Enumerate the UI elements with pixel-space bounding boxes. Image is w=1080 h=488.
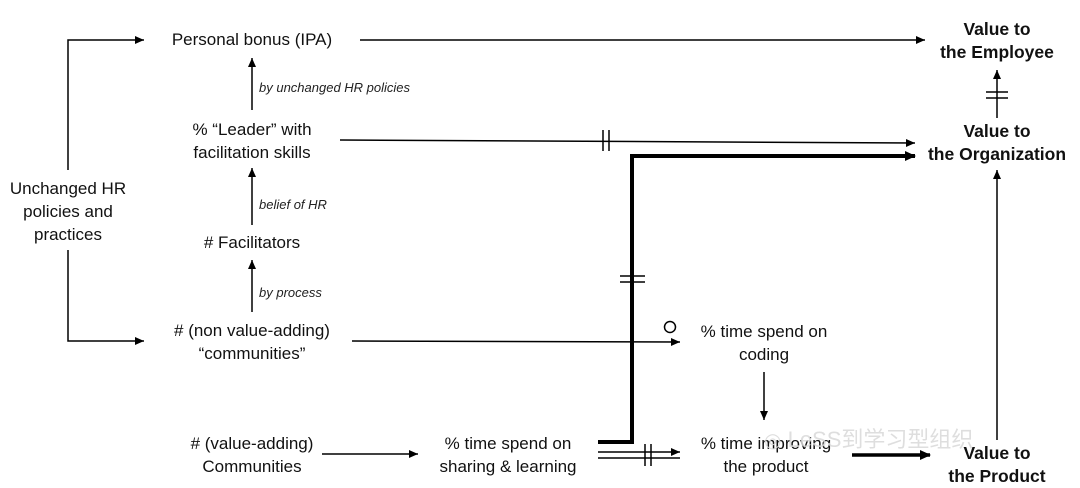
watermark: ◎ LeSS到学习型组织 <box>764 427 974 452</box>
edge-communities-to-coding <box>351 337 681 346</box>
delay-mark-leader-row <box>602 130 610 151</box>
edge-label-belief-hr: belief of HR <box>259 197 327 212</box>
wechat-logo-icon: ◎ <box>764 430 782 452</box>
node-hr-policies: Unchanged HR policies and practices <box>9 179 127 244</box>
node-time-improving: % time improving the product <box>700 434 832 476</box>
edge-sharing-to-organization-thick <box>595 151 916 444</box>
node-value-organization: Value to the Organization <box>927 121 1067 164</box>
delay-mark-employee <box>986 91 1008 99</box>
node-nonvalue-communities: # (non value-adding) “communities” <box>174 321 330 363</box>
node-time-sharing: % time spend on sharing & learning <box>418 432 598 478</box>
node-time-coding: % time spend on coding <box>700 322 828 364</box>
edge-label-unchanged-hr: by unchanged HR policies <box>259 80 411 95</box>
edge-leader-to-organization <box>339 138 916 147</box>
node-facilitators: # Facilitators <box>203 233 301 252</box>
node-value-communities: # (value-adding) Communities <box>190 434 314 476</box>
polarity-circle <box>663 320 677 334</box>
edge-hr-to-nonvalue-communities <box>67 250 144 345</box>
edge-label-by-process: by process <box>259 285 322 300</box>
delay-mark-sharing-row <box>644 444 652 466</box>
edge-hr-to-bonus <box>67 36 144 170</box>
node-personal-bonus: Personal bonus (IPA) <box>171 30 333 49</box>
node-value-employee: Value to the Employee <box>940 19 1054 62</box>
node-value-product: Value to the Product <box>948 443 1046 486</box>
node-leader-facilitation: % “Leader” with facilitation skills <box>192 120 312 162</box>
